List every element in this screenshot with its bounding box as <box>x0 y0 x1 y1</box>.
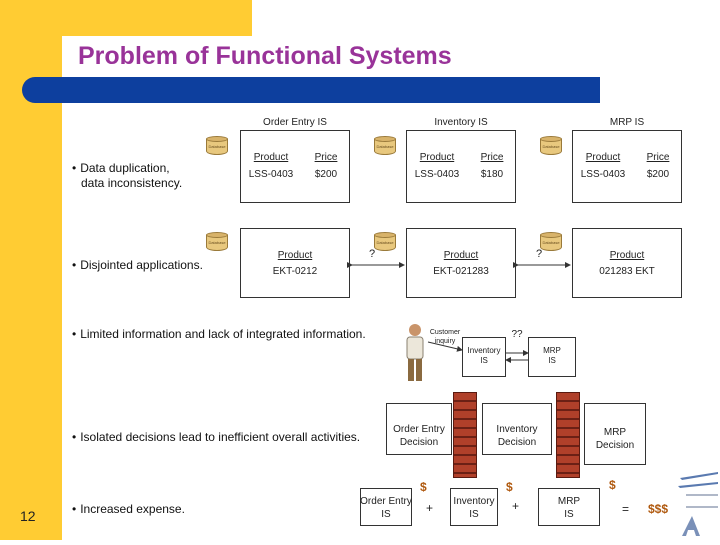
order-entry-table <box>240 130 350 203</box>
cell-value: EKT-0212 <box>272 266 318 277</box>
inventory-is-box <box>462 337 506 377</box>
top-accent <box>0 0 252 36</box>
publisher-logo <box>630 470 720 540</box>
column-header: Product <box>253 152 289 163</box>
person-icon <box>402 322 428 384</box>
bullet-text: Data duplication, <box>80 161 170 175</box>
bullet-isolated-decisions: •Isolated decisions lead to inefficient … <box>72 430 361 444</box>
title-background <box>62 36 600 78</box>
database-icon: Database <box>374 136 396 156</box>
column-header: Product <box>609 250 645 261</box>
bullet-data-duplication: •Data duplication, data inconsistency. <box>72 161 183 190</box>
question-mark: ? <box>535 248 543 260</box>
inventory-is-box <box>450 488 498 526</box>
bullet-text: Increased expense. <box>80 502 185 516</box>
bullet-text: Limited information and lack of integrat… <box>80 327 366 341</box>
slide-title: Problem of Functional Systems <box>78 42 452 70</box>
mrp-label: MRP <box>543 346 561 355</box>
cell-value: $180 <box>480 169 504 180</box>
decision-label: MRP <box>603 427 627 438</box>
cell-value: $200 <box>646 169 670 180</box>
total-cost: $$$ <box>648 502 669 516</box>
column-header: Product <box>419 152 455 163</box>
mrp-is-box <box>538 488 600 526</box>
bullet-text: Disjointed applications. <box>80 258 203 272</box>
bullet-text-line2: data inconsistency. <box>81 176 183 190</box>
decision-label: Order Entry <box>393 424 445 435</box>
cell-value: LSS-0403 <box>580 169 626 180</box>
cell-value: $200 <box>314 169 338 180</box>
decision-label: Inventory <box>496 424 538 435</box>
double-question-mark: ?? <box>511 329 523 340</box>
app-box-1 <box>240 228 350 298</box>
title-underline-bar <box>22 77 600 103</box>
mrp-decision-box <box>584 403 646 465</box>
is-label: IS <box>381 509 391 520</box>
decision-label: Decision <box>497 437 537 448</box>
bullet-disjointed: •Disjointed applications. <box>72 258 203 272</box>
plus-sign: + <box>512 499 520 513</box>
slide-number: 12 <box>20 508 36 524</box>
inventory-table <box>406 130 516 203</box>
inquiry-label: inquiry <box>434 338 456 345</box>
cell-value: LSS-0403 <box>248 169 294 180</box>
cell-value: EKT-021283 <box>433 266 489 277</box>
decision-label: Decision <box>595 440 635 451</box>
mrp-is-header: MRP IS <box>609 117 645 128</box>
cell-value: 021283 EKT <box>599 266 655 277</box>
database-icon: Database <box>540 136 562 156</box>
column-header: Price <box>314 152 338 163</box>
column-header: Price <box>480 152 504 163</box>
inventory-is-header: Inventory IS <box>434 117 488 128</box>
question-mark: ? <box>368 248 376 260</box>
database-icon: Database <box>206 232 228 252</box>
brick-wall-icon <box>556 392 580 478</box>
customer-label: Customer <box>429 329 461 336</box>
bullet-text: Isolated decisions lead to inefficient o… <box>80 430 361 444</box>
column-header: Product <box>443 250 479 261</box>
mrp-is-box <box>528 337 576 377</box>
cell-value: LSS-0403 <box>414 169 460 180</box>
order-entry-is-box <box>360 488 412 526</box>
database-icon: Database <box>540 232 562 252</box>
decision-label: Decision <box>399 437 439 448</box>
dollar-sign: $ <box>420 480 427 494</box>
bullet-limited-information: •Limited information and lack of integra… <box>72 327 366 341</box>
plus-sign: + <box>426 501 434 515</box>
inventory-label: Inventory <box>467 346 501 355</box>
database-icon: Database <box>374 232 396 252</box>
column-header: Product <box>585 152 621 163</box>
is-label: IS <box>548 356 556 365</box>
column-header: Product <box>277 250 313 261</box>
inventory-decision-box <box>482 403 552 455</box>
is-label: IS <box>564 509 574 520</box>
order-entry-decision-box <box>386 403 452 455</box>
equals-sign: = <box>622 502 630 516</box>
is-label: Order Entry <box>360 496 412 507</box>
dollar-sign: $ <box>506 480 513 494</box>
column-header: Price <box>646 152 670 163</box>
app-box-3 <box>572 228 682 298</box>
is-label: IS <box>469 509 479 520</box>
database-icon: Database <box>206 136 228 156</box>
is-label: IS <box>480 356 488 365</box>
brick-wall-icon <box>453 392 477 478</box>
bullet-increased-expense: •Increased expense. <box>72 502 185 516</box>
order-entry-is-header: Order Entry IS <box>263 117 327 128</box>
is-label: MRP <box>557 496 581 507</box>
is-label: Inventory <box>453 496 495 507</box>
mrp-table <box>572 130 682 203</box>
dollar-sign: $ <box>609 478 616 492</box>
